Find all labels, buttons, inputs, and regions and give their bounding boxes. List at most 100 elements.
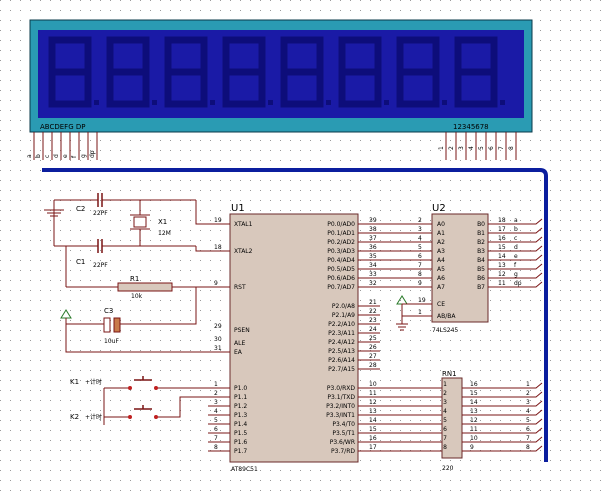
u1-pin-label: XTAL1 bbox=[234, 221, 253, 228]
data-bus bbox=[42, 168, 548, 462]
u2-pin-number: 15 bbox=[498, 244, 506, 251]
k1-button[interactable] bbox=[134, 376, 152, 381]
lcd-pin-label: dp bbox=[89, 150, 96, 158]
c1-capacitor bbox=[97, 239, 103, 253]
u1-pin-label: P3.3/INT1 bbox=[326, 412, 355, 419]
u2-pin-label: B0 bbox=[477, 221, 485, 228]
rn1-right-number: 6 bbox=[526, 426, 530, 433]
c2-ref: C2 bbox=[76, 205, 85, 213]
rn1-output-line bbox=[462, 391, 543, 398]
c3-plate-neg bbox=[113, 317, 121, 333]
u1-pin-number: 5 bbox=[214, 417, 218, 424]
rn1-pin-number: 16 bbox=[470, 381, 478, 388]
u2-pin-label: AB/BA bbox=[437, 313, 456, 320]
rn1-output-line bbox=[462, 418, 543, 425]
reset-circuit[interactable]: R1 10k C3 10uF bbox=[60, 246, 230, 353]
u1-pin-number: 36 bbox=[369, 244, 377, 251]
lcd-left-label: ABCDEFG DP bbox=[40, 123, 85, 131]
u2-net-label: d bbox=[514, 244, 518, 251]
lcd-pin-label: b bbox=[35, 154, 42, 158]
u2-ref: U2 bbox=[432, 203, 446, 214]
lcd-digit bbox=[164, 36, 215, 108]
u1-pin-label: P1.0 bbox=[234, 385, 247, 392]
k2-wire bbox=[104, 396, 230, 418]
u1-pin-label: ALE bbox=[234, 340, 245, 347]
u2-net-label: b bbox=[514, 226, 518, 233]
rn1-output-line bbox=[462, 445, 543, 452]
xtal-wires bbox=[195, 200, 230, 252]
k2-button[interactable] bbox=[134, 405, 152, 410]
u1-pin-number: 11 bbox=[369, 390, 377, 397]
u1-pin-label: P3.0/RXD bbox=[327, 385, 355, 392]
u2-output-line bbox=[488, 218, 543, 225]
u1-pin-number: 24 bbox=[369, 326, 377, 333]
oscillator-circuit[interactable]: C2 22PF C1 22PF X1 12M bbox=[44, 193, 230, 269]
u2-net-label: g bbox=[514, 271, 518, 278]
c2-capacitor bbox=[97, 193, 103, 207]
u1-chip[interactable]: U1 AT89C51 bbox=[229, 203, 359, 473]
rn1-pin-number: 11 bbox=[470, 426, 478, 433]
rn1-left-number: 5 bbox=[443, 417, 447, 424]
rn1-ref: RN1 bbox=[442, 370, 457, 378]
lcd-pin-label: 2 bbox=[448, 146, 455, 150]
x1-crystal bbox=[133, 216, 147, 228]
u2-net-label: e bbox=[514, 253, 518, 260]
u2-pin-number: 12 bbox=[498, 271, 506, 278]
u1-pin-label: P2.4/A12 bbox=[328, 339, 355, 346]
lcd-pin-label: 1 bbox=[438, 146, 445, 150]
c1-ref: C1 bbox=[76, 258, 85, 266]
u2-chip[interactable]: U2 74LS245 bbox=[431, 203, 489, 334]
rn1-body bbox=[441, 377, 463, 459]
u1-pin-number: 28 bbox=[369, 362, 377, 369]
lcd-digits bbox=[48, 36, 505, 108]
u1-pin-number: 31 bbox=[214, 345, 222, 352]
rn1-left-number: 1 bbox=[443, 381, 447, 388]
u1-pin-number: 23 bbox=[369, 317, 377, 324]
u1-pin-label: P0.4/AD4 bbox=[327, 257, 355, 264]
u1-pin-number: 34 bbox=[369, 262, 377, 269]
u1-pins: 19XTAL118XTAL29RST29PSEN30ALE31EA1P1.02P… bbox=[208, 217, 442, 455]
u1-pin-label: P1.4 bbox=[234, 421, 247, 428]
u1-pin-label: P3.2/INT0 bbox=[326, 403, 355, 410]
u1-pin-number: 7 bbox=[214, 435, 218, 442]
u1-pin-label: P3.6/WR bbox=[330, 439, 355, 446]
rn1-pin-number: 13 bbox=[470, 408, 478, 415]
rn1-left-number: 7 bbox=[443, 435, 447, 442]
u1-pin-label: RST bbox=[234, 284, 246, 291]
u1-pin-label: P2.1/A9 bbox=[332, 312, 355, 319]
u1-pin-number: 30 bbox=[214, 336, 222, 343]
u1-pin-number: 27 bbox=[369, 353, 377, 360]
u1-pin-label: P2.0/A8 bbox=[332, 303, 355, 310]
lcd-display[interactable]: ABCDEFG DP 12345678 bbox=[29, 19, 533, 133]
rn1-right-number: 8 bbox=[526, 444, 530, 451]
k2-ref: K2 bbox=[70, 413, 79, 421]
lcd-pin-label: e bbox=[62, 154, 69, 158]
u1-pin-label: P3.5/T1 bbox=[332, 430, 355, 437]
u1-pin-label: P0.1/AD1 bbox=[327, 230, 355, 237]
u2-pin-label: A5 bbox=[437, 266, 445, 273]
rn1-right-number: 1 bbox=[526, 381, 530, 388]
u1-pin-label: P2.3/A11 bbox=[328, 330, 355, 337]
u1-pin-label: P3.7/RD bbox=[331, 448, 355, 455]
rn1-pin-number: 9 bbox=[470, 444, 474, 451]
u1-ref: U1 bbox=[231, 203, 245, 214]
rn1-resistor-network[interactable]: RN1 220 bbox=[441, 370, 463, 472]
u1-pin-number: 14 bbox=[369, 417, 377, 424]
lcd-pin-label: 4 bbox=[468, 146, 475, 150]
u1-pin-label: P3.1/TXD bbox=[327, 394, 355, 401]
keys-circuit[interactable]: K1 +计时 K2 +计时 bbox=[70, 376, 230, 425]
rn1-right-number: 3 bbox=[526, 399, 530, 406]
u1-pin-number: 35 bbox=[369, 253, 377, 260]
lcd-pin-label: a bbox=[26, 154, 33, 158]
u1-pin-number: 8 bbox=[214, 444, 218, 451]
u2-pin-label: B6 bbox=[477, 275, 485, 282]
u1-pin-number: 37 bbox=[369, 235, 377, 242]
u2-pin-label: A1 bbox=[437, 230, 445, 237]
u2-pin-number: 11 bbox=[498, 280, 506, 287]
c2-value: 22PF bbox=[93, 210, 108, 217]
u1-pin-label: P1.6 bbox=[234, 439, 247, 446]
u1-pin-label: P1.1 bbox=[234, 394, 247, 401]
u1-pin-label: P0.2/AD2 bbox=[327, 239, 355, 246]
